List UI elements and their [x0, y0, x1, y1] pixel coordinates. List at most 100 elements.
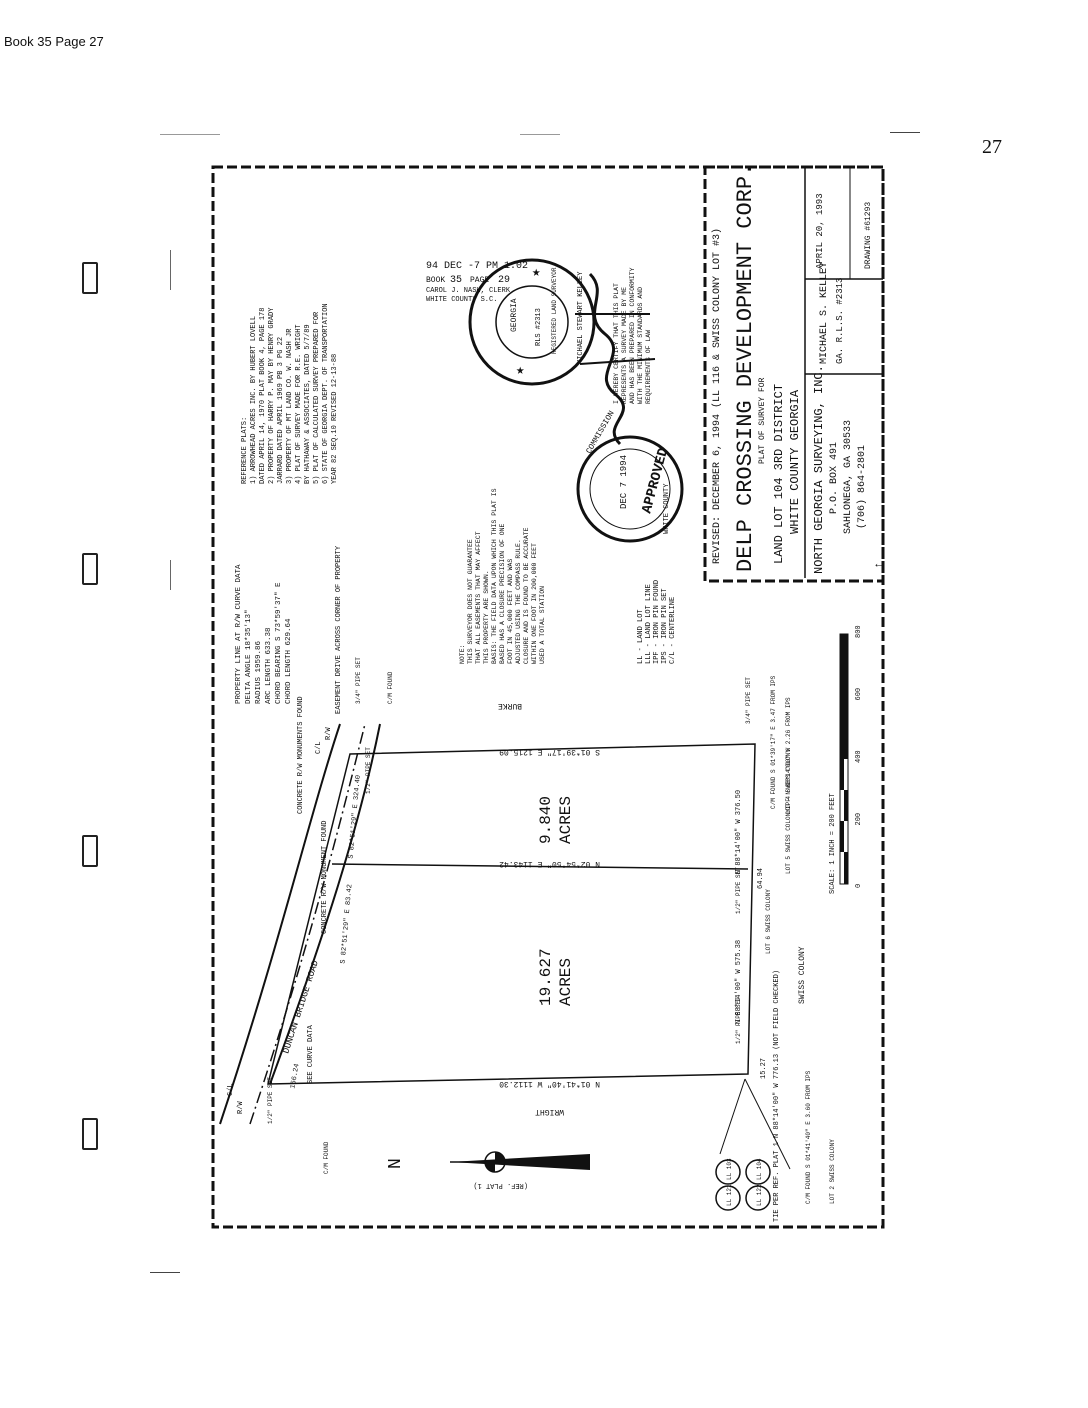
south-bearing-3: 64.94 [757, 868, 765, 889]
survey-date: APRIL 20, 1993 [815, 193, 825, 269]
curve-data-line: RADIUS 1959.86 [255, 640, 263, 704]
reference-plat-line: REFERENCE PLATS: [241, 417, 249, 484]
county: WHITE COUNTY GEORGIA [788, 389, 802, 534]
city: SAHLONEGA, GA 30533 [843, 420, 854, 534]
lot-2-label: LOT 2 SWISS COLONY [829, 1139, 836, 1204]
pipe-label: 3/4" PIPE SET [745, 677, 752, 724]
parcel-division-line [331, 863, 749, 870]
note-line: USED A TOTAL STATION [539, 586, 546, 664]
approval-stamp: COMMISSION APPROVED DEC 7 1994 WHITE COU… [576, 409, 684, 543]
surveyor-name: MICHAEL S. KELLEY [819, 262, 830, 364]
south-bearing-2: N 88*14'00" W 575.38 [735, 940, 743, 1024]
reference-plat-line: YEAR 82 SEQ.10 REVISED 12-13-88 [331, 354, 339, 484]
note-line: THIS SURVEYOR DOES NOT GUARANTEE [467, 539, 474, 664]
ipf-east-note: IPF N 88*14'00" W 2.26 FROM IPS [785, 697, 792, 809]
scan-mark [170, 250, 171, 290]
legend-line: LL - LAND LOT [637, 609, 645, 664]
drawing-number: DRAWING #61293 [864, 202, 873, 269]
pipe-label: 3/4" PIPE SET [355, 657, 362, 704]
scan-mark [520, 134, 560, 135]
reference-plat-line: 6) STATE OF GEORGIA DEPT. OF TRANSPORTAT… [322, 303, 330, 484]
binder-hole-1 [82, 262, 98, 294]
plat-of: PLAT OF SURVEY FOR [758, 377, 767, 464]
scale-tick-label: 800 [855, 625, 863, 638]
west-line-bearing: N 01*41'40" W 1112.30 [499, 1079, 600, 1088]
north-label: N [386, 1158, 406, 1169]
adjoiner-wright: WRIGHT [535, 1107, 564, 1116]
reference-plat-line: 1) ARROWHEAD ACRES INC. BY HUBERT LOVELL [250, 316, 258, 484]
pipe-label: 1/2" PIPE SET [735, 997, 742, 1044]
client-name: DELP CROSSING DEVELOPMENT CORP. [733, 164, 758, 572]
certification-line: AND HAS BEEN PREPARED IN CONFORMITY [629, 267, 636, 404]
certification-line: I HEREBY CERTIFY THAT THIS PLAT [613, 283, 620, 404]
scan-mark [160, 134, 220, 135]
note-line: THIS PROPERTY ARE SHOWN. [483, 570, 490, 664]
note-line: NOTE: [459, 644, 466, 664]
road-edge [269, 723, 381, 1085]
note-line: FOOT IN 45,000 FEET AND WAS [507, 559, 514, 664]
note-line: WITHIN ONE FOOT IN 200,000 FEET [531, 543, 538, 664]
reference-plat-line: BY HATHAWAY & ASSOCIATES, DATED 5/7/89 [304, 324, 312, 484]
parcel-area-2: 19.627 [537, 948, 555, 1006]
phone: (706) 864-2801 [856, 445, 868, 529]
approval-date: DEC 7 1994 [619, 455, 629, 509]
lot-6-label: LOT 6 SWISS COLONY [765, 889, 772, 954]
ll-label: LL 121 [726, 1184, 733, 1206]
curve-data-line: CHORD BEARING S 73*59'37" E [275, 582, 283, 704]
survey-plat: DELP CROSSING DEVELOPMENT CORP. REVISED:… [211, 164, 886, 1229]
note-line: ADJUSTED USING THE COMPASS RULE. [515, 539, 522, 664]
ref-plat-label: (REF. PLAT 1) [473, 1181, 528, 1189]
centerline-label: C/L [227, 1083, 235, 1096]
scale-label: SCALE: 1 INCH = 200 FEET [829, 793, 837, 894]
revision-arrow-icon: ↑ [872, 562, 886, 569]
adjoiner-swiss-colony: SWISS COLONY [798, 946, 807, 1004]
parcel-unit-1: ACRES [557, 796, 575, 844]
book-number: 35 [450, 275, 462, 286]
signature [575, 313, 656, 365]
cm-found-label: C/M FOUND [323, 1141, 330, 1174]
curve-data-line: PROPERTY LINE AT R/W CURVE DATA [235, 564, 243, 704]
reference-plat-line: 3) PROPERTY OF MT LAND CO. W. NASH JR [286, 328, 294, 484]
surveyor-seal: GEORGIA RLS #2313 MICHAEL STEWART KELLEY… [468, 258, 596, 386]
road-front-bearing-1: S 82*51'29" E 324.40 [348, 775, 363, 859]
seal-state: GEORGIA [510, 298, 519, 332]
parcel-area-1: 9.840 [537, 796, 555, 844]
scan-mark [150, 1272, 180, 1273]
see-curve-label: SEE CURVE DATA [307, 1024, 315, 1084]
road-front-bearing-2: S 82*51'29" E 83.42 [340, 884, 355, 964]
binder-hole-3 [82, 835, 98, 867]
legend-line: C/L - CENTERLINE [669, 597, 677, 664]
seal-profession: REGISTERED LAND SURVEYOR [551, 267, 558, 354]
south-bearing-4: 15.27 [760, 1058, 768, 1079]
reference-plat-line: 5) PLAT OF CALCULATED SURVEY PREPARED FO… [313, 311, 321, 484]
ll-label: LL 103 [726, 1158, 733, 1180]
approval-county: WHITE COUNTY [663, 483, 671, 534]
cm-found-label: C/M FOUND [387, 671, 394, 704]
parcel-unit-2: ACRES [557, 958, 575, 1006]
book-label: BOOK [426, 276, 445, 285]
pipe-label: 1/2" PIPE SET [365, 747, 372, 794]
reference-plats: REFERENCE PLATS:1) ARROWHEAD ACRES INC. … [241, 303, 339, 484]
right-of-way-label: R/W [325, 727, 333, 740]
page-header: Book 35 Page 27 [4, 34, 104, 49]
reference-plat-line: 4) PLAT OF SURVEY MADE FOR R.E. WRIGHT [295, 324, 303, 484]
adjoiner-burke: BURKE [498, 701, 522, 710]
scale-tick-label: 400 [855, 750, 863, 763]
right-of-way-label: R/W [237, 1101, 245, 1114]
reference-plat-line: 2) PROPERTY OF HARRY P. MAY BY HENRY GRA… [268, 307, 276, 484]
middle-line-bearing: N 02*54'50" E 1143.42 [499, 859, 600, 868]
curve-data-line: ARC LENGTH 633.38 [265, 627, 273, 704]
page-number-recorded: 29 [498, 275, 510, 286]
approval-commission: COMMISSION [585, 409, 617, 455]
certification-line: REQUIREMENTS OF LAW [645, 330, 652, 404]
pipe-label: 1/2" PIPE SET [267, 1077, 274, 1124]
scale-tick-label: 200 [855, 813, 863, 826]
road-edge [219, 723, 341, 1125]
concrete-monument-label: CONCRETE R/W MONUMENT FOUND [321, 821, 329, 934]
cm-south-note: C/M FOUND S 01*41'40" E 3.60 FROM IPS [805, 1070, 812, 1204]
reference-plat-line: JARRARD DATED APRIL 1969 PB 3 PG 22 [277, 337, 285, 484]
